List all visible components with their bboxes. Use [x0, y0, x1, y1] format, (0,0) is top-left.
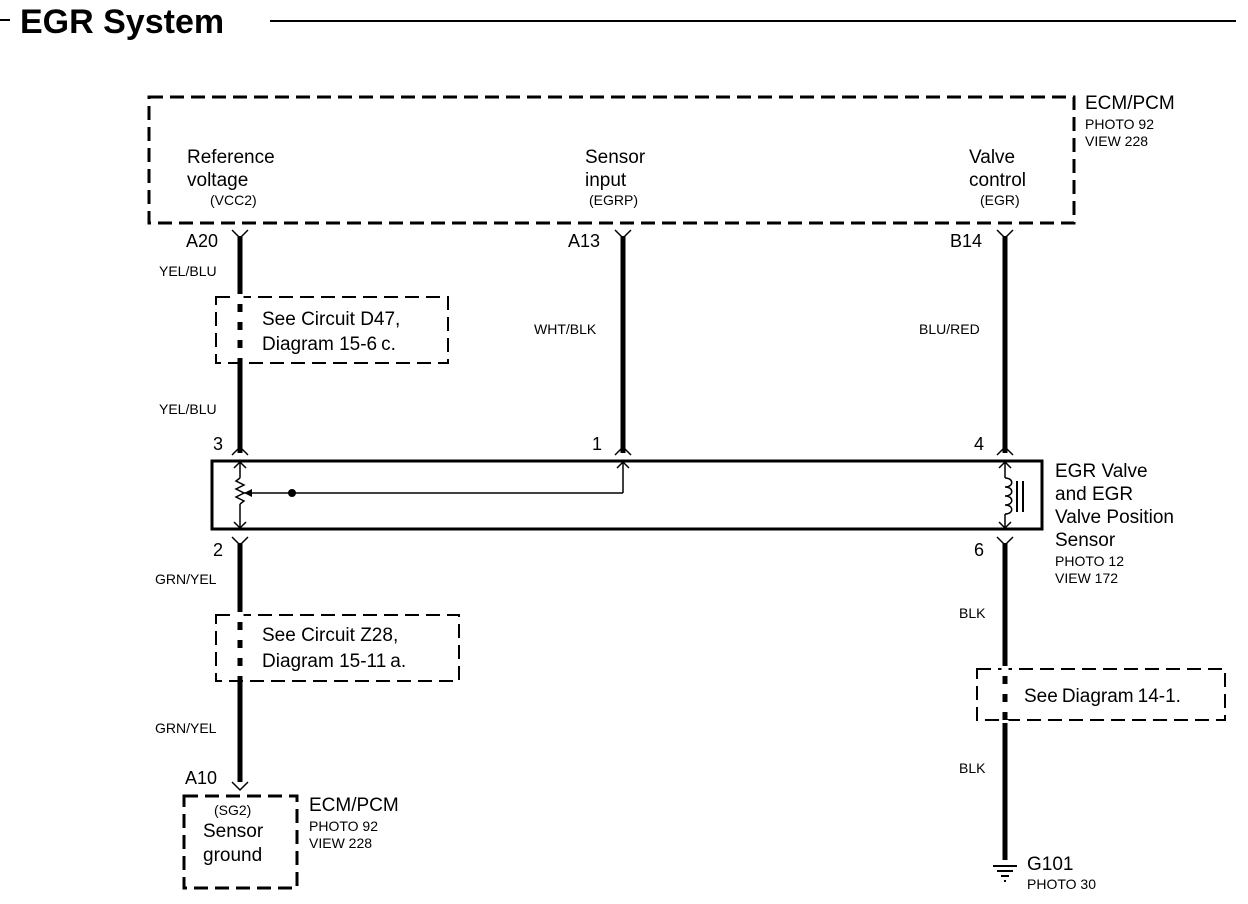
egr-valve-view: VIEW 172 [1055, 570, 1118, 586]
egr-valve-component-box [210, 459, 1044, 531]
ecm-bottom-photo: PHOTO 92 [309, 818, 378, 834]
ground-photo: PHOTO 30 [1027, 876, 1096, 892]
ecm-bottom-line2: ground [203, 845, 262, 866]
egr-valve-label-4: Sensor [1055, 530, 1116, 551]
junction-dot [288, 489, 296, 497]
ecm-pcm-top-box [147, 95, 1076, 225]
sensor-arrow-icon [616, 460, 630, 469]
coil-arrow-top-icon [998, 460, 1012, 469]
egr-valve-label-1: EGR Valve [1055, 461, 1148, 482]
solenoid-coil-icon [1004, 477, 1013, 515]
egr-valve-label-3: Valve Position [1055, 507, 1174, 528]
terminal-egrp-code: (EGRP) [589, 192, 638, 208]
egr-valve-label-2: and EGR [1055, 484, 1133, 505]
terminal-vcc2-code: (VCC2) [210, 192, 257, 208]
connector-pin4-icon [996, 445, 1014, 456]
ecm-bottom-line1: Sensor [203, 821, 264, 842]
wire-label-grn-yel-2: GRN/YEL [155, 720, 217, 736]
ecm-top-name: ECM/PCM [1085, 93, 1175, 114]
terminal-egrp-line2: input [585, 170, 627, 191]
ref-box-z28 [215, 614, 460, 682]
wire-label-yel-blu-2: YEL/BLU [159, 401, 217, 417]
terminal-egr-code: (EGR) [980, 192, 1020, 208]
diagram-title: EGR System [20, 3, 224, 41]
wire-label-yel-blu-1: YEL/BLU [159, 263, 217, 279]
connector-pin1-icon [614, 445, 632, 456]
wire-label-blk-2: BLK [959, 760, 986, 776]
pin-a20: A20 [186, 231, 218, 251]
pin-6: 6 [974, 540, 984, 560]
ground-icon [993, 865, 1017, 882]
pot-arrow-bottom-icon [233, 521, 247, 530]
coil-arrow-bottom-icon [998, 521, 1012, 530]
ground-name: G101 [1027, 854, 1073, 875]
pin-4: 4 [974, 434, 984, 454]
ref-z28-line1: See Circuit Z28, [262, 625, 398, 646]
ecm-pcm-bottom-box [182, 794, 299, 890]
ref-box-diagram-14-1 [976, 668, 1226, 721]
ecm-bottom-code: (SG2) [214, 802, 251, 818]
wire-label-wht-blk: WHT/BLK [534, 321, 597, 337]
pin-b14: B14 [950, 231, 982, 251]
egr-valve-photo: PHOTO 12 [1055, 553, 1124, 569]
pot-arrow-top-icon [233, 460, 247, 469]
ref-d47-line1: See Circuit D47, [262, 309, 400, 330]
pot-wiper-arrow-icon [244, 489, 252, 497]
potentiometer-resistor-icon [234, 477, 246, 505]
terminal-egr-line2: control [969, 170, 1026, 191]
terminal-vcc2-line2: voltage [187, 170, 248, 191]
terminal-egr-line1: Valve [969, 147, 1015, 168]
wire-label-grn-yel-1: GRN/YEL [155, 571, 217, 587]
ecm-bottom-view: VIEW 228 [309, 835, 372, 851]
ecm-top-view: VIEW 228 [1085, 133, 1148, 149]
pin-1: 1 [592, 434, 602, 454]
ecm-bottom-name: ECM/PCM [309, 795, 399, 816]
wire-label-blk-1: BLK [959, 605, 986, 621]
wire-label-blu-red: BLU/RED [919, 321, 980, 337]
pin-3: 3 [213, 434, 223, 454]
ecm-top-photo: PHOTO 92 [1085, 116, 1154, 132]
terminal-vcc2-line1: Reference [187, 147, 275, 168]
connector-a10-icon [231, 781, 249, 792]
pin-a10: A10 [185, 768, 217, 788]
terminal-egrp-line1: Sensor [585, 147, 646, 168]
connector-pin3-icon [231, 445, 249, 456]
pin-a13: A13 [568, 231, 600, 251]
ref-box-d47 [215, 296, 449, 364]
pin-2: 2 [213, 540, 223, 560]
